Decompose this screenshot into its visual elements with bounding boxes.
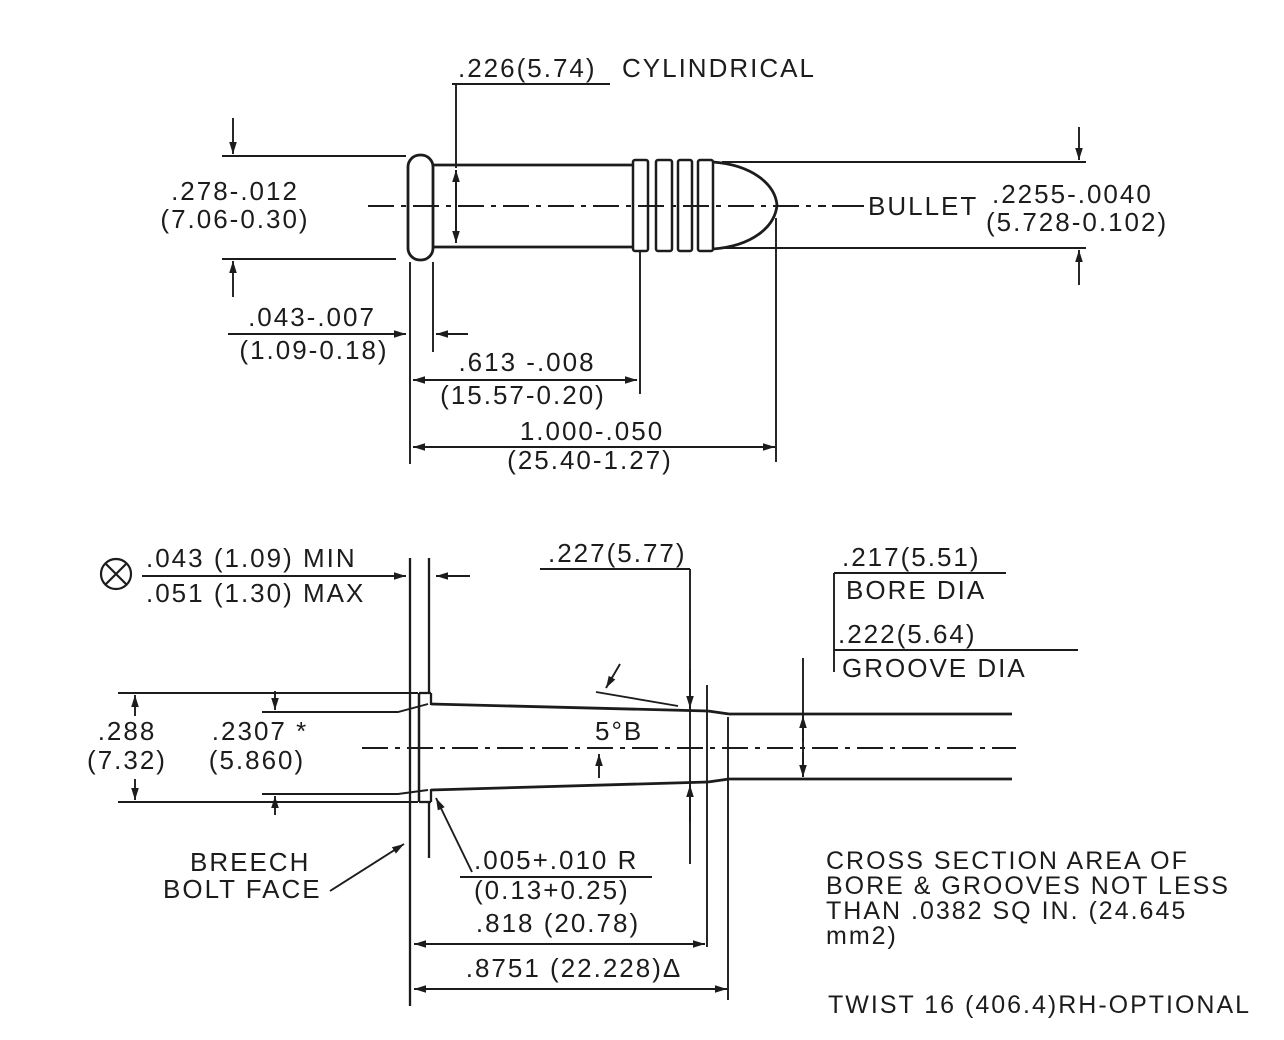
chamber-end-dia: .227(5.77) (548, 538, 687, 568)
overall-length-mm: (25.40-1.27) (507, 445, 673, 475)
chamber-length-2: .8751 (22.228)Δ (466, 953, 683, 983)
bullet-dia-inch: .2255-.0040 (992, 179, 1153, 209)
breech-label-line2: BOLT FACE (163, 874, 322, 904)
bore-dia-value: .217(5.51) (842, 542, 981, 572)
corner-radius-mm: (0.13+0.25) (474, 875, 630, 905)
bullet-label: BULLET (868, 191, 978, 221)
breech-label-line1: BREECH (190, 847, 310, 877)
bore-dia-label: BORE DIA (846, 575, 986, 605)
cartridge-dimensions: .226(5.74) CYLINDRICAL .278-.012 (7.06-0… (160, 53, 1168, 475)
notes: CROSS SECTION AREA OF BORE & GROOVES NOT… (826, 847, 1251, 1019)
rim-thickness-mm: (1.09-0.18) (239, 335, 388, 365)
case-length-mm: (15.57-0.20) (440, 380, 606, 410)
groove-dia-label: GROOVE DIA (842, 653, 1027, 683)
rim-dia-mm: (7.06-0.30) (160, 204, 309, 234)
taper-label: 5°B (595, 716, 643, 746)
throat-top (707, 709, 730, 716)
chamber-mouth-dia-inch: .2307 * (212, 716, 308, 746)
case-length-inch: .613 -.008 (458, 347, 595, 377)
extension-line (262, 703, 429, 713)
rim-thickness-inch: .043-.007 (248, 302, 376, 332)
extension-line (262, 789, 429, 795)
rim-recess-dia-inch: .288 (98, 716, 157, 746)
cartridge-view: .226(5.74) CYLINDRICAL .278-.012 (7.06-0… (160, 53, 1168, 475)
bullet-dia-mm: (5.728-0.102) (986, 207, 1168, 237)
rim-dia-inch: .278-.012 (171, 176, 299, 206)
rim-outline (406, 153, 435, 262)
headspace-max: .051 (1.30) MAX (146, 578, 365, 608)
cross-section-note-line1: CROSS SECTION AREA OF (826, 847, 1189, 875)
cylindrical-dim-value: .226(5.74) (458, 53, 597, 83)
cross-section-note-line3: THAN .0382 SQ IN. (24.645 (826, 897, 1187, 925)
circled-x-symbol (99, 557, 133, 591)
chamber-top-wall (430, 702, 709, 713)
groove-dia-value: .222(5.64) (838, 619, 977, 649)
leader-arrow (435, 797, 473, 873)
cross-section-note-line2: BORE & GROOVES NOT LESS (826, 872, 1230, 900)
taper-flag-line (595, 691, 679, 707)
cross-section-note-line4: mm2) (826, 922, 898, 950)
chamber-mouth-dia-mm: (5.860) (209, 745, 305, 775)
cylindrical-dim-label: CYLINDRICAL (622, 53, 816, 83)
headspace-min: .043 (1.09) MIN (146, 543, 357, 573)
chamber-bottom-wall (430, 780, 709, 792)
dimension-arrow (605, 663, 621, 689)
chamber-outline (362, 558, 1016, 1006)
cartridge-outline (368, 153, 826, 262)
rim-recess-dia-mm: (7.32) (87, 745, 167, 775)
chamber-dimensions: .043 (1.09) MIN .051 (1.30) MAX .227(5.7… (87, 538, 1078, 1000)
leader-arrow (329, 843, 405, 892)
twist-note: TWIST 16 (406.4)RH-OPTIONAL (828, 991, 1251, 1019)
corner-radius-inch: .005+.010 R (474, 845, 638, 875)
chamber-length-1: .818 (20.78) (476, 908, 640, 938)
overall-length-inch: 1.000-.050 (520, 416, 664, 446)
throat-bottom (707, 777, 730, 784)
chamber-view: .043 (1.09) MIN .051 (1.30) MAX .227(5.7… (87, 538, 1251, 1019)
